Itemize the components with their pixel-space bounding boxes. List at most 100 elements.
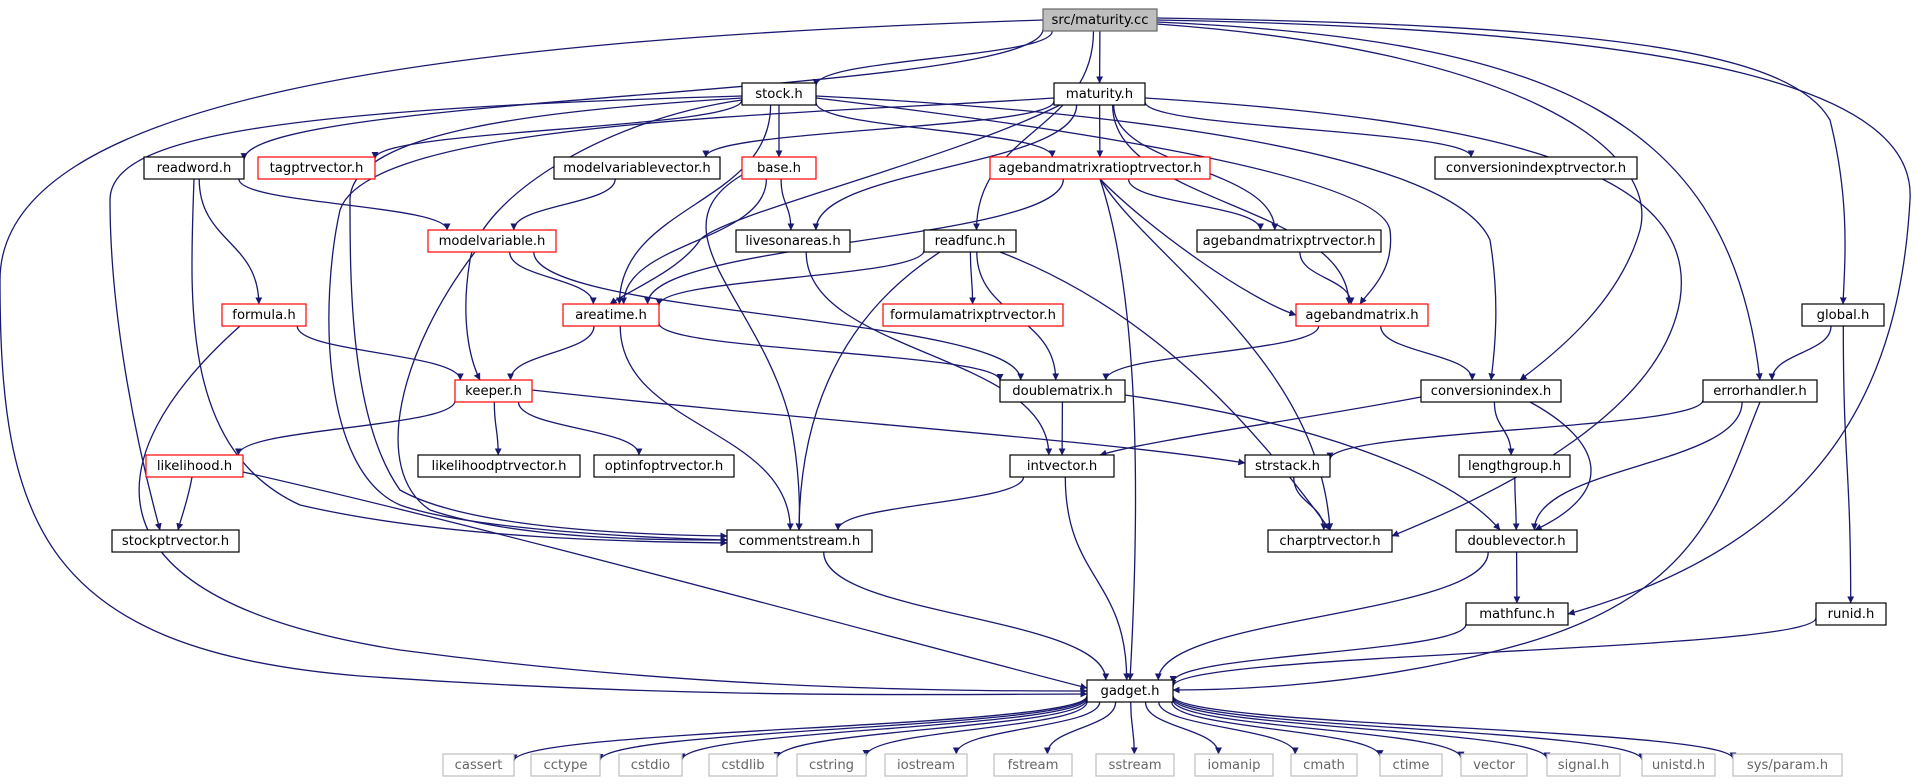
node-label: doublematrix.h bbox=[1012, 384, 1112, 399]
node-readfunc[interactable]: readfunc.h bbox=[923, 229, 1017, 253]
node-box bbox=[989, 156, 1211, 180]
node-cstdio[interactable]: cstdio bbox=[618, 753, 683, 777]
node-box bbox=[553, 156, 721, 180]
node-label: agebandmatrixptrvector.h bbox=[1203, 234, 1376, 249]
node-label: modelvariable.h bbox=[439, 234, 546, 249]
node-likelihood[interactable]: likelihood.h bbox=[145, 454, 244, 478]
node-mathfunc[interactable]: mathfunc.h bbox=[1465, 602, 1569, 626]
node-likelihoodptrvector[interactable]: likelihoodptrvector.h bbox=[417, 454, 581, 478]
node-box bbox=[1042, 8, 1158, 32]
node-box bbox=[1196, 229, 1382, 253]
node-signal[interactable]: signal.h bbox=[1546, 753, 1621, 777]
edge-keeper-to-likelihood bbox=[234, 400, 456, 456]
node-label: formulamatrixptrvector.h bbox=[890, 308, 1056, 323]
node-label: cctype bbox=[544, 758, 588, 773]
node-cstdlib[interactable]: cstdlib bbox=[708, 753, 778, 777]
edge-gadget-to-unistd bbox=[1172, 696, 1646, 761]
node-label: commentstream.h bbox=[739, 534, 860, 549]
node-label: fstream bbox=[1008, 758, 1059, 773]
node-global[interactable]: global.h bbox=[1801, 303, 1885, 327]
edge-agebandmatrix-to-doublematrix bbox=[1102, 325, 1320, 381]
edge-maturity_cc-to-stock bbox=[812, 30, 1053, 86]
edge-readword-to-commentstream bbox=[191, 178, 728, 547]
node-strstack[interactable]: strstack.h bbox=[1244, 454, 1331, 478]
edge-gadget-to-sstream bbox=[1130, 701, 1138, 755]
node-conversionindexptrvector[interactable]: conversionindexptrvector.h bbox=[1434, 156, 1638, 180]
node-keeper[interactable]: keeper.h bbox=[454, 379, 533, 403]
node-label: conversionindex.h bbox=[1431, 384, 1552, 399]
node-box bbox=[1546, 753, 1621, 777]
node-errorhandler[interactable]: errorhandler.h bbox=[1702, 379, 1818, 403]
node-box bbox=[593, 454, 735, 478]
node-box bbox=[735, 229, 851, 253]
node-box bbox=[1009, 454, 1115, 478]
node-box bbox=[741, 156, 817, 180]
edge-agebandmatrixptrvector-to-agebandmatrix bbox=[1299, 251, 1355, 305]
node-tagptrvector[interactable]: tagptrvector.h bbox=[257, 156, 376, 180]
node-box bbox=[1290, 753, 1358, 777]
node-commentstream[interactable]: commentstream.h bbox=[726, 529, 873, 553]
node-agebandmatrixratioptrvector[interactable]: agebandmatrixratioptrvector.h bbox=[989, 156, 1211, 180]
node-vector[interactable]: vector bbox=[1460, 753, 1528, 777]
node-charptrvector[interactable]: charptrvector.h bbox=[1267, 529, 1393, 553]
node-sstream[interactable]: sstream bbox=[1095, 753, 1175, 777]
node-box bbox=[1460, 753, 1528, 777]
node-box bbox=[454, 379, 533, 403]
edge-errorhandler-to-doublevector bbox=[1530, 401, 1743, 531]
node-label: vector bbox=[1473, 758, 1515, 773]
node-label: unistd.h bbox=[1652, 758, 1705, 773]
node-modelvariablevector[interactable]: modelvariablevector.h bbox=[553, 156, 721, 180]
node-areatime[interactable]: areatime.h bbox=[562, 303, 660, 327]
node-formulamatrixptrvector[interactable]: formulamatrixptrvector.h bbox=[882, 303, 1064, 327]
edge-gadget-to-cassert bbox=[510, 695, 1088, 762]
edge-mathfunc-to-gadget bbox=[1169, 623, 1467, 683]
node-maturity[interactable]: maturity.h bbox=[1053, 82, 1146, 106]
node-runid[interactable]: runid.h bbox=[1815, 602, 1887, 626]
node-label: global.h bbox=[1817, 308, 1870, 323]
node-label: cmath bbox=[1303, 758, 1345, 773]
edge-keeper-to-optinfoptrvector bbox=[517, 401, 643, 456]
edge-lengthgroup-to-doublevector bbox=[1512, 476, 1520, 531]
edge-readfunc-to-commentstream bbox=[795, 251, 941, 531]
node-iomanip[interactable]: iomanip bbox=[1194, 753, 1274, 777]
node-stockptrvector[interactable]: stockptrvector.h bbox=[111, 529, 240, 553]
node-cstring[interactable]: cstring bbox=[796, 753, 867, 777]
node-lengthgroup[interactable]: lengthgroup.h bbox=[1458, 454, 1571, 478]
node-doublematrix[interactable]: doublematrix.h bbox=[999, 379, 1126, 403]
node-base[interactable]: base.h bbox=[741, 156, 817, 180]
node-livesonareas[interactable]: livesonareas.h bbox=[735, 229, 851, 253]
node-optinfoptrvector[interactable]: optinfoptrvector.h bbox=[593, 454, 735, 478]
node-agebandmatrix[interactable]: agebandmatrix.h bbox=[1295, 303, 1429, 327]
node-box bbox=[1732, 753, 1843, 777]
edge-keeper-to-likelihoodptrvector bbox=[493, 401, 502, 456]
node-ctime[interactable]: ctime bbox=[1379, 753, 1443, 777]
node-doublevector[interactable]: doublevector.h bbox=[1455, 529, 1578, 553]
node-maturity-cc[interactable]: src/maturity.cc bbox=[1042, 8, 1158, 32]
edge-gadget-to-cstring bbox=[862, 701, 1088, 757]
node-box bbox=[111, 529, 240, 553]
node-iostream[interactable]: iostream bbox=[884, 753, 968, 777]
edge-base-to-livesonareas bbox=[780, 178, 795, 231]
node-unistd[interactable]: unistd.h bbox=[1641, 753, 1716, 777]
node-label: cstdio bbox=[631, 758, 670, 773]
node-label: cstring bbox=[809, 758, 854, 773]
edge-gadget-to-ctime bbox=[1171, 701, 1384, 758]
node-formula[interactable]: formula.h bbox=[221, 303, 307, 327]
edge-base-to-commentstream bbox=[705, 174, 803, 531]
node-modelvariable[interactable]: modelvariable.h bbox=[427, 229, 557, 253]
node-cctype[interactable]: cctype bbox=[530, 753, 601, 777]
node-box bbox=[417, 454, 581, 478]
node-cmath[interactable]: cmath bbox=[1290, 753, 1358, 777]
node-intvector[interactable]: intvector.h bbox=[1009, 454, 1115, 478]
node-cassert[interactable]: cassert bbox=[442, 753, 515, 777]
node-conversionindex[interactable]: conversionindex.h bbox=[1420, 379, 1562, 403]
edge-likelihood-to-stockptrvector bbox=[176, 476, 193, 531]
node-label: intvector.h bbox=[1027, 459, 1097, 474]
edge-maturity-to-commentstream bbox=[328, 97, 1055, 544]
node-stock[interactable]: stock.h bbox=[741, 82, 817, 106]
node-agebandmatrixptrvector[interactable]: agebandmatrixptrvector.h bbox=[1196, 229, 1382, 253]
node-readword[interactable]: readword.h bbox=[143, 156, 245, 180]
node-fstream[interactable]: fstream bbox=[993, 753, 1073, 777]
node-gadget[interactable]: gadget.h bbox=[1086, 679, 1174, 703]
node-sysparam[interactable]: sys/param.h bbox=[1732, 753, 1843, 777]
